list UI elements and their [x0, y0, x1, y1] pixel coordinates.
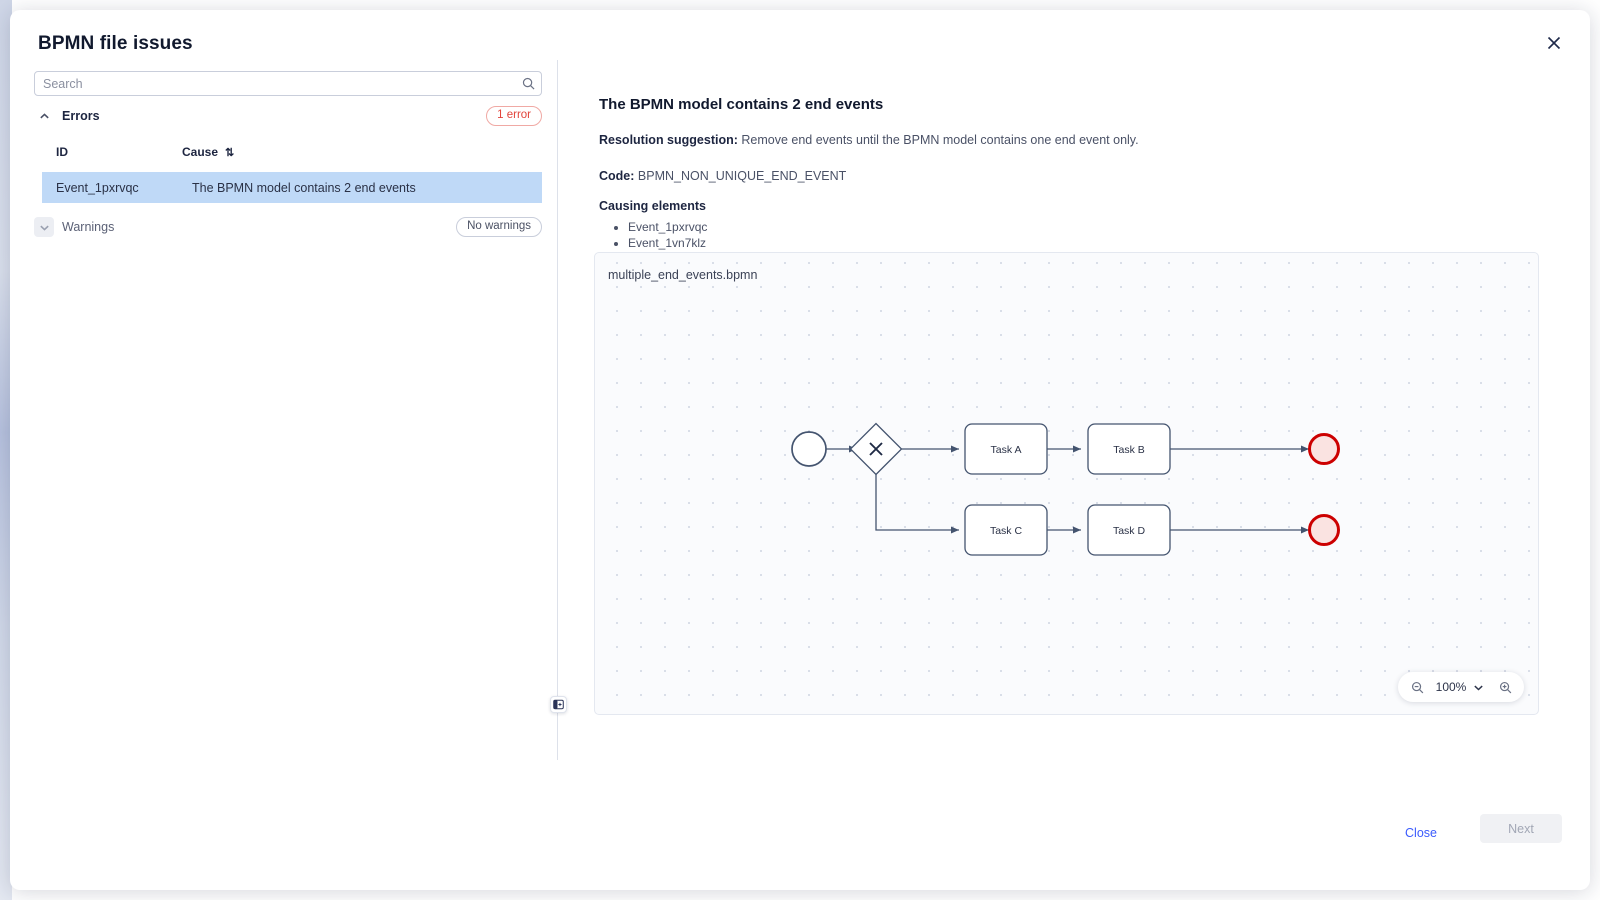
page-backdrop	[0, 0, 12, 900]
causing-elements-title: Causing elements	[599, 199, 706, 213]
column-header-cause[interactable]: Cause ⇅	[182, 145, 234, 159]
status-badge-errors: 1 error	[486, 105, 542, 127]
search-field[interactable]	[34, 71, 542, 96]
svg-text:Task A: Task A	[991, 444, 1022, 456]
bpmn-end-event-1pxrvqc[interactable]	[1308, 433, 1340, 465]
section-errors-label: Errors	[62, 109, 100, 123]
chevron-down-icon[interactable]	[1472, 682, 1488, 693]
sequence-flows	[824, 445, 1309, 534]
pane-divider	[557, 60, 558, 760]
issues-list-pane: Errors 1 error ID Cause ⇅ Event_1pxrvqc …	[10, 62, 558, 762]
svg-text:Task C: Task C	[990, 525, 1023, 537]
bpmn-end-event-1vn7klz[interactable]	[1308, 514, 1340, 546]
bpmn-diagram: Task A Task B Task C Task D	[791, 422, 1340, 556]
next-button[interactable]: Next	[1480, 814, 1562, 843]
zoom-level[interactable]: 100%	[1435, 680, 1467, 694]
code-label: Code:	[599, 169, 635, 183]
section-errors[interactable]: Errors 1 error	[34, 103, 542, 129]
issue-detail-pane: The BPMN model contains 2 end events Res…	[590, 62, 1570, 252]
close-icon[interactable]	[1536, 25, 1572, 61]
bpmn-task-d[interactable]: Task D	[1087, 504, 1171, 556]
error-code-line: Code: BPMN_NON_UNIQUE_END_EVENT	[599, 169, 1570, 183]
chevron-up-icon[interactable]	[34, 106, 54, 126]
zoom-controls: 100%	[1398, 672, 1524, 702]
list-item: Event_1pxrvqc	[628, 220, 1570, 234]
code-value: BPMN_NON_UNIQUE_END_EVENT	[637, 169, 847, 183]
sort-updown-icon[interactable]: ⇅	[225, 146, 234, 159]
bpmn-task-b[interactable]: Task B	[1087, 423, 1171, 475]
zoom-in-icon[interactable]	[1492, 674, 1518, 700]
chevron-down-icon[interactable]	[34, 217, 54, 237]
section-warnings[interactable]: Warnings No warnings	[34, 214, 542, 240]
panel-collapse-icon[interactable]	[550, 696, 567, 713]
table-row[interactable]: Event_1pxrvqc The BPMN model contains 2 …	[42, 172, 542, 203]
bpmn-canvas[interactable]: multiple_end_events.bpmn	[594, 252, 1539, 715]
search-input[interactable]	[35, 72, 515, 95]
section-warnings-label: Warnings	[62, 220, 115, 234]
bpmn-task-a[interactable]: Task A	[964, 423, 1048, 475]
svg-text:Task D: Task D	[1113, 525, 1146, 537]
dialog-footer: Close Next	[10, 804, 1590, 890]
bpmn-file-issues-dialog: BPMN file issues Errors 1 error ID	[10, 10, 1590, 890]
canvas-filename: multiple_end_events.bpmn	[608, 268, 758, 282]
bpmn-exclusive-gateway[interactable]	[849, 422, 903, 476]
resolution-suggestion: Resolution suggestion: Remove end events…	[599, 133, 1570, 147]
issues-table-header: ID Cause ⇅	[34, 142, 542, 162]
svg-text:Task B: Task B	[1113, 444, 1145, 456]
page-title: BPMN file issues	[38, 33, 193, 54]
zoom-out-icon[interactable]	[1404, 674, 1430, 700]
column-header-cause-label: Cause	[182, 145, 219, 159]
resolution-label: Resolution suggestion:	[599, 133, 738, 147]
causing-elements-list: Event_1pxrvqc Event_1vn7klz	[628, 220, 1570, 250]
detail-title: The BPMN model contains 2 end events	[599, 96, 884, 113]
status-badge-warnings: No warnings	[456, 216, 542, 238]
bpmn-task-c[interactable]: Task C	[964, 504, 1048, 556]
table-cell-cause: The BPMN model contains 2 end events	[192, 180, 416, 195]
close-button[interactable]: Close	[1395, 818, 1447, 848]
list-item: Event_1vn7klz	[628, 236, 1570, 250]
resolution-text: Remove end events until the BPMN model c…	[741, 133, 1139, 147]
column-header-id: ID	[56, 145, 68, 159]
bpmn-start-event[interactable]	[791, 431, 827, 467]
table-cell-id: Event_1pxrvqc	[56, 180, 139, 195]
search-icon[interactable]	[515, 77, 541, 90]
